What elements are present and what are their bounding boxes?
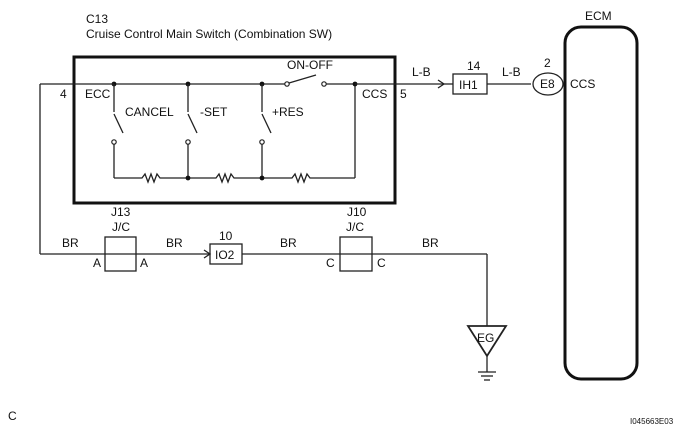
wire-color-br-2: BR (166, 236, 183, 250)
component-name: Cruise Control Main Switch (Combination … (86, 27, 332, 41)
wire-color-lb-2: L-B (502, 65, 521, 79)
io2-pin-number: 10 (219, 229, 233, 243)
j10-code: J10 (347, 205, 367, 219)
pin-ccs-number: 5 (400, 87, 407, 101)
switch-label-set: -SET (200, 105, 228, 119)
switch-label-cancel: CANCEL (125, 105, 174, 119)
j13-pin-left: A (93, 256, 101, 270)
pin-ecc-label: ECC (85, 87, 111, 101)
res-switch-blade (261, 113, 272, 134)
ecm-title: ECM (585, 9, 612, 23)
figure-id: I045663E03 (630, 417, 674, 426)
wire-color-br-4: BR (422, 236, 439, 250)
set-switch-blade (187, 113, 198, 134)
ecm-box (563, 25, 639, 381)
junction-dot (185, 175, 191, 181)
res-contact (259, 139, 265, 145)
switch-label-res: +RES (272, 105, 304, 119)
set-contact (185, 139, 191, 145)
cancel-switch-blade (113, 113, 124, 134)
connector-e8 (532, 72, 564, 96)
on-off-contact-right (321, 81, 327, 87)
ground-triangle (466, 325, 508, 358)
section-letter: C (8, 409, 17, 423)
on-off-switch-blade (288, 74, 317, 84)
j10-type: J/C (346, 220, 364, 234)
j10-pin-right: C (377, 256, 386, 270)
junction-dot (259, 175, 265, 181)
cancel-contact (111, 139, 117, 145)
wire-color-br-3: BR (280, 236, 297, 250)
j13-type: J/C (112, 220, 130, 234)
resistor-ladder (114, 172, 355, 184)
ih1-pin-number: 14 (467, 59, 481, 73)
ecm-pin-number: 2 (544, 56, 551, 70)
wire-color-br-1: BR (62, 236, 79, 250)
pin-ccs-label: CCS (362, 87, 387, 101)
connector-io2-label: IO2 (215, 248, 235, 262)
connector-ih1-label: IH1 (459, 78, 478, 92)
j13-pin-right: A (140, 256, 148, 270)
wire-color-lb-1: L-B (412, 65, 431, 79)
ground-label: EG (477, 331, 494, 345)
j10-pin-left: C (326, 256, 335, 270)
j13-code: J13 (111, 205, 131, 219)
pin-ecc-number: 4 (60, 87, 67, 101)
ecm-pin-label: CCS (570, 77, 595, 91)
on-off-contact-left (284, 81, 290, 87)
component-code: C13 (86, 12, 108, 26)
ground-icon (478, 371, 496, 381)
switch-label-on-off: ON-OFF (287, 58, 333, 72)
ecm-connector-label: E8 (540, 77, 555, 91)
switch-housing (72, 55, 397, 205)
